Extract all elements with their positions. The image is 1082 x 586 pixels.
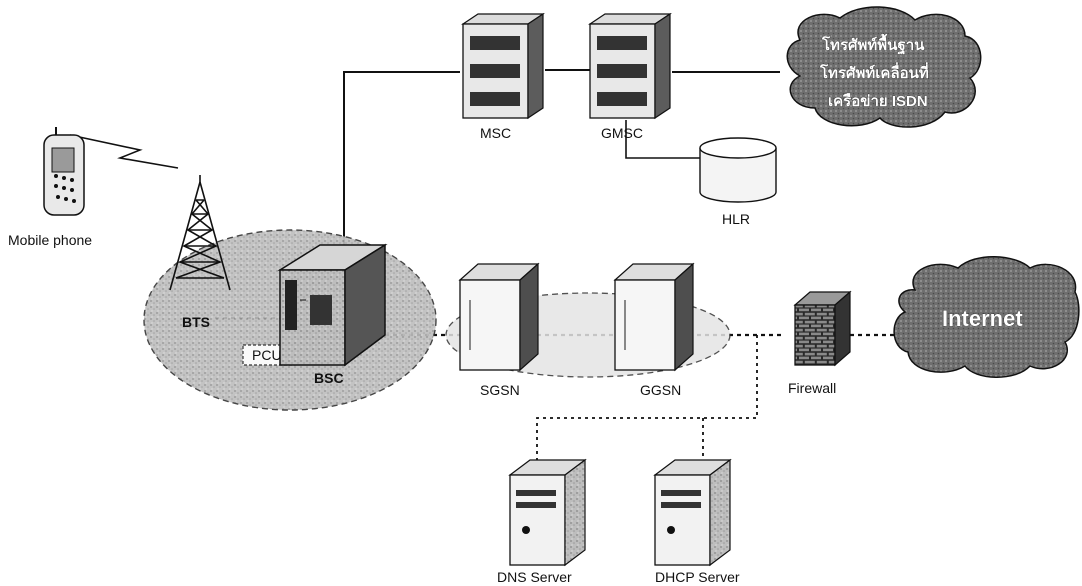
gmsc-server-rack-icon	[590, 14, 670, 118]
mobile-phone-label: Mobile phone	[8, 232, 92, 248]
sgsn-server-tower-icon	[460, 264, 538, 370]
dhcp-server-label: DHCP Server	[655, 569, 740, 585]
msc-server-rack-icon	[463, 14, 543, 118]
ggsn-server-tower-icon	[615, 264, 693, 370]
mobile-phone-icon	[44, 127, 84, 215]
gmsc-label: GMSC	[601, 125, 643, 141]
pstn-line-2: โทรศัพท์เคลื่อนที่	[819, 62, 929, 82]
radio-link	[70, 135, 178, 168]
bts-label: BTS	[182, 314, 210, 330]
pcu-label: PCU	[252, 347, 282, 363]
internet-label: Internet	[942, 306, 1023, 331]
firewall-brick-icon	[795, 292, 850, 365]
pstn-line-3: เครือข่าย ISDN	[828, 93, 928, 110]
firewall-label: Firewall	[788, 380, 836, 396]
internet-cloud-icon: Internet	[894, 257, 1079, 378]
bsc-server-rack-icon	[280, 245, 385, 365]
pstn-line-1: โทรศัพท์พื้นฐาน	[821, 33, 925, 55]
sgsn-label: SGSN	[480, 382, 520, 398]
ggsn-label: GGSN	[640, 382, 681, 398]
bsc-label: BSC	[314, 370, 344, 386]
msc-label: MSC	[480, 125, 511, 141]
hlr-label: HLR	[722, 211, 750, 227]
pstn-cloud-icon: โทรศัพท์พื้นฐาน โทรศัพท์เคลื่อนที่ เครือ…	[787, 7, 980, 127]
dns-server-tower-icon	[510, 460, 585, 565]
bsc-msc-link	[344, 72, 460, 250]
dhcp-server-tower-icon	[655, 460, 730, 565]
dns-server-label: DNS Server	[497, 569, 572, 585]
hlr-database-cylinder-icon	[700, 138, 776, 202]
